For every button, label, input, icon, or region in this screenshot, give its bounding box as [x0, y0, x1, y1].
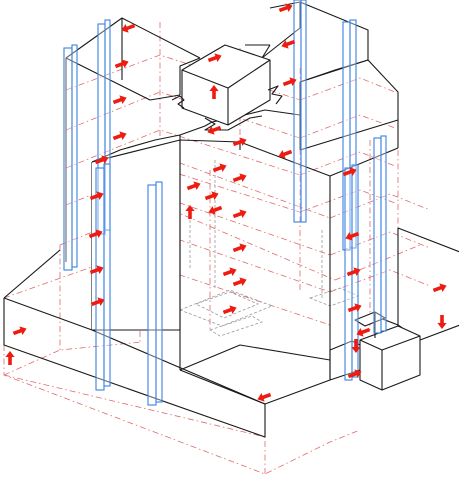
force-arrow-icon — [222, 267, 237, 277]
force-arrow-icon — [121, 23, 136, 33]
force-arrow-icon — [232, 277, 247, 287]
force-arrow-icon — [351, 339, 361, 353]
column-back-left — [63, 44, 78, 271]
force-arrow-icon — [347, 369, 362, 379]
force-arrow-icon — [437, 315, 447, 329]
force-arrow-icon — [207, 125, 222, 135]
force-arrow-icon — [278, 3, 293, 13]
force-arrow-icon — [12, 326, 27, 336]
force-arrow-icon — [232, 243, 247, 253]
force-arrow-icon — [112, 131, 127, 141]
force-arrow-icon — [281, 39, 296, 49]
force-arrow-icon — [89, 191, 104, 201]
force-arrow-icon — [356, 327, 371, 337]
force-arrow-icon — [432, 283, 447, 293]
force-arrow-icon — [88, 229, 103, 239]
force-arrow-icon — [232, 209, 247, 219]
force-arrow-icon — [346, 267, 361, 277]
force-arrow-icon — [347, 303, 362, 313]
force-arrow-icon — [209, 85, 219, 99]
force-arrow-icon — [204, 191, 219, 201]
force-arrow-icon — [257, 392, 272, 402]
force-arrow-icon — [342, 167, 357, 177]
force-arrow-icon — [208, 205, 223, 215]
force-arrow-icon — [185, 205, 195, 219]
back-tower — [65, 1, 399, 262]
force-arrows — [5, 3, 447, 402]
force-arrow-icon — [232, 137, 247, 147]
force-arrow-icon — [222, 305, 237, 315]
column-front-center — [147, 181, 163, 406]
force-arrow-icon — [345, 231, 360, 241]
force-arrow-icon — [212, 163, 227, 173]
force-arrow-icon — [282, 77, 297, 87]
force-arrow-icon — [114, 59, 129, 69]
annex-block — [329, 311, 421, 391]
column-back-right — [293, 0, 307, 223]
column-front-left — [95, 163, 111, 391]
core-footprint-outlines — [178, 160, 360, 337]
force-arrow-icon — [90, 297, 105, 307]
front-tower-body — [91, 109, 399, 405]
force-arrow-icon — [94, 155, 109, 165]
force-arrow-icon — [278, 149, 293, 159]
column-back-center — [97, 19, 111, 235]
force-arrow-icon — [89, 265, 104, 275]
force-arrow-icon — [207, 53, 222, 63]
column-right-mid — [342, 19, 357, 251]
rooftop-penthouse — [171, 44, 283, 131]
column-far-right — [373, 135, 387, 334]
force-arrow-icon — [186, 181, 201, 191]
force-arrow-icon — [232, 173, 247, 183]
force-arrow-icon — [5, 351, 15, 365]
force-arrow-icon — [112, 95, 127, 105]
